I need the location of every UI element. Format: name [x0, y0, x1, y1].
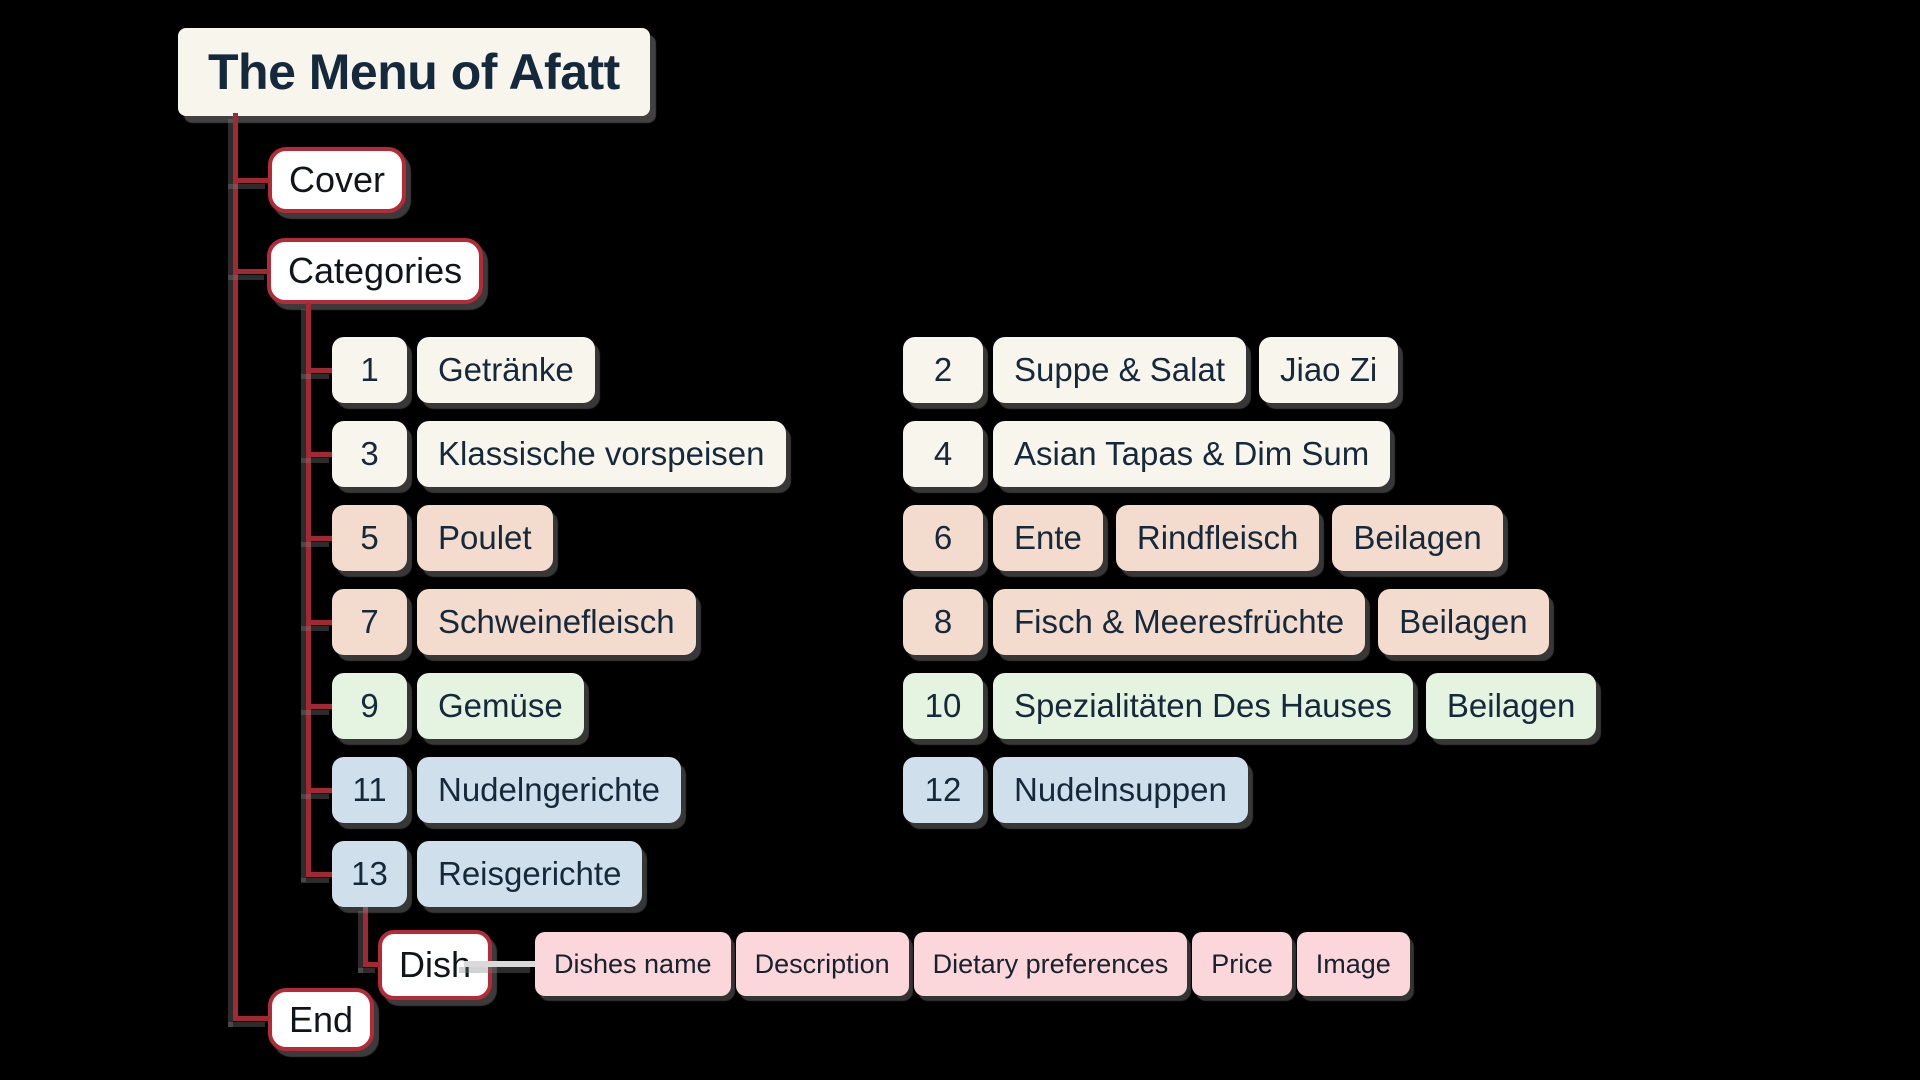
row-branch-line: [306, 368, 334, 373]
category-number-box-5[interactable]: 5: [332, 505, 407, 571]
category-label-box[interactable]: Poulet: [417, 505, 553, 571]
category-labels: Poulet: [417, 505, 553, 571]
dish-elbow-horizontal: [363, 962, 380, 967]
category-number-box-7[interactable]: 7: [332, 589, 407, 655]
category-label-box[interactable]: Klassische vorspeisen: [417, 421, 786, 487]
category-label-box[interactable]: Suppe & Salat: [993, 337, 1246, 403]
category-label-box[interactable]: Gemüse: [417, 673, 584, 739]
category-number-box-6[interactable]: 6: [903, 505, 983, 571]
dish-field-box[interactable]: Image: [1296, 932, 1410, 996]
category-number-box-2[interactable]: 2: [903, 337, 983, 403]
dish-fields-line: [464, 961, 535, 967]
category-labels: Asian Tapas & Dim Sum: [993, 421, 1391, 487]
category-label-box[interactable]: Rindfleisch: [1115, 505, 1320, 571]
dish-elbow-vertical: [363, 905, 368, 967]
category-number-box-10[interactable]: 10: [903, 673, 983, 739]
category-labels: Reisgerichte: [417, 841, 643, 907]
cover-label: Cover: [289, 159, 386, 200]
row-branch-line: [306, 704, 334, 709]
dish-label: Dish: [399, 944, 472, 985]
category-number-box-3[interactable]: 3: [332, 421, 407, 487]
category-number-box-4[interactable]: 4: [903, 421, 983, 487]
end-node[interactable]: End: [268, 988, 375, 1051]
root-title: The Menu of Afatt: [208, 44, 620, 100]
category-number-box-9[interactable]: 9: [332, 673, 407, 739]
category-label-box[interactable]: Fisch & Meeresfrüchte: [993, 589, 1366, 655]
category-labels: Gemüse: [417, 673, 584, 739]
categories-trunk-line: [306, 303, 311, 876]
category-label-box[interactable]: Ente: [993, 505, 1103, 571]
categories-node[interactable]: Categories: [267, 238, 484, 304]
category-label-box[interactable]: Beilagen: [1332, 505, 1503, 571]
category-number-box-12[interactable]: 12: [903, 757, 983, 823]
categories-branch-line: [233, 269, 269, 274]
category-label-box[interactable]: Schweinefleisch: [417, 589, 696, 655]
root-node[interactable]: The Menu of Afatt: [178, 28, 650, 116]
category-label-box[interactable]: Nudelngerichte: [417, 757, 681, 823]
category-label-box[interactable]: Asian Tapas & Dim Sum: [993, 421, 1391, 487]
main-trunk-line: [233, 113, 238, 1021]
category-number-box-1[interactable]: 1: [332, 337, 407, 403]
category-number-box-11[interactable]: 11: [332, 757, 407, 823]
dish-field-box[interactable]: Dishes name: [535, 932, 731, 996]
dish-field-box[interactable]: Description: [735, 932, 909, 996]
category-labels: Nudelnsuppen: [993, 757, 1248, 823]
category-label-box[interactable]: Getränke: [417, 337, 595, 403]
category-label-box[interactable]: Beilagen: [1378, 589, 1549, 655]
category-label-box[interactable]: Reisgerichte: [417, 841, 643, 907]
row-branch-line: [306, 620, 334, 625]
end-label: End: [289, 998, 354, 1040]
row-branch-line: [306, 872, 334, 877]
row-branch-line: [306, 788, 334, 793]
category-label-box[interactable]: Nudelnsuppen: [993, 757, 1248, 823]
category-label-box[interactable]: Spezialitäten Des Hauses: [993, 673, 1413, 739]
end-branch-line: [233, 1016, 270, 1021]
category-labels: Getränke: [417, 337, 595, 403]
category-label-box[interactable]: Jiao Zi: [1259, 337, 1399, 403]
cover-branch-line: [233, 178, 270, 183]
dish-field-box[interactable]: Price: [1192, 932, 1292, 996]
cover-node[interactable]: Cover: [268, 147, 407, 213]
row-branch-line: [306, 536, 334, 541]
category-labels: Nudelngerichte: [417, 757, 681, 823]
categories-label: Categories: [288, 250, 463, 291]
category-number-box-13[interactable]: 13: [332, 841, 407, 907]
dish-field-box[interactable]: Dietary preferences: [913, 932, 1188, 996]
category-label-box[interactable]: Beilagen: [1425, 673, 1597, 739]
category-labels: Klassische vorspeisen: [417, 421, 786, 487]
row-branch-line: [306, 452, 334, 457]
category-labels: Schweinefleisch: [417, 589, 696, 655]
category-number-box-8[interactable]: 8: [903, 589, 983, 655]
